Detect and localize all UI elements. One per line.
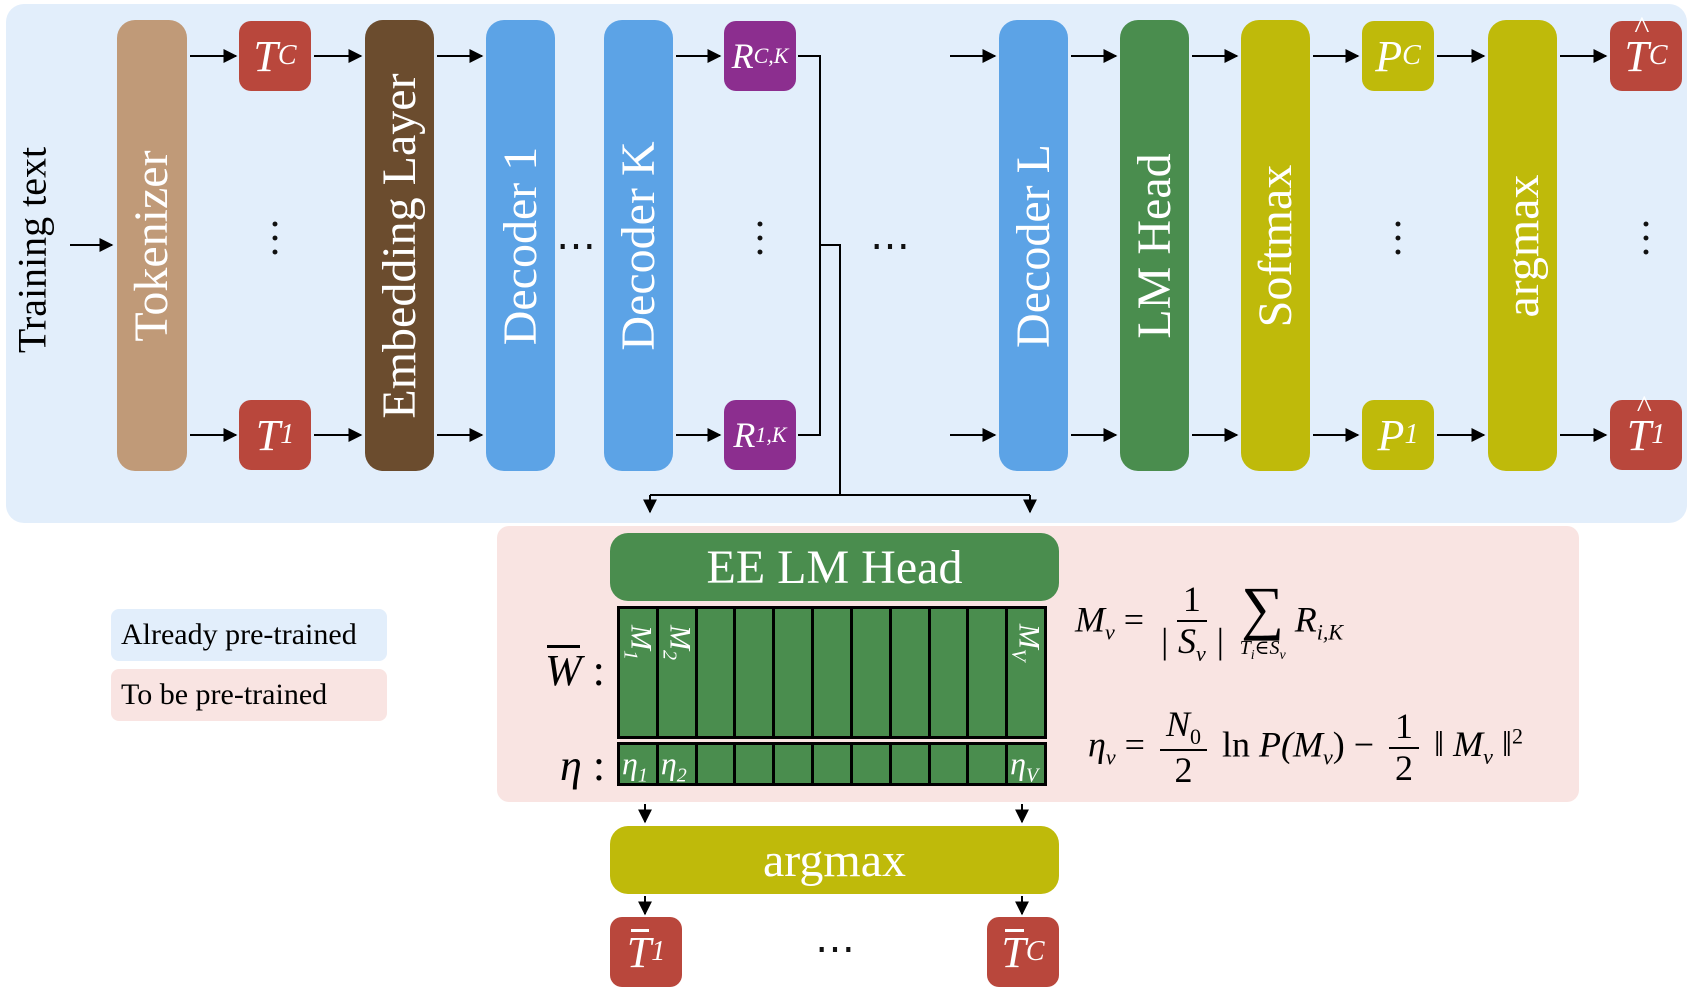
tokenizer-block: Tokenizer [117, 20, 187, 471]
ellipsis-bottom: ⋯ [815, 926, 857, 971]
w-column [888, 609, 928, 736]
w-column-m2: M2 [655, 609, 696, 736]
argmax-bottom-block: argmax [610, 826, 1059, 894]
w-column [927, 609, 967, 736]
ellipsis-middle: ⋯ [870, 223, 912, 268]
eta-cell [733, 745, 772, 783]
w-column [849, 609, 889, 736]
eta-cell [888, 745, 928, 783]
w-matrix-label: W : [545, 645, 605, 695]
eta-cell-1: η1 [622, 745, 648, 787]
ellipsis-decoders: ⋯ [556, 223, 598, 268]
token-that-1: T1 [1610, 388, 1682, 470]
w-column [772, 609, 811, 736]
w-column [733, 609, 772, 736]
token-that-c: TC [1610, 9, 1682, 91]
lm-head-block: LM Head [1120, 20, 1189, 471]
eta-cell [772, 745, 811, 783]
softmax-block: Softmax [1241, 20, 1310, 471]
eta-cell [694, 745, 734, 783]
eta-vector-label: η : [560, 741, 606, 790]
formula-mean-embedding: Mv = 1 | Sv | ∑ Ti∈Sv Ri,K [1075, 575, 1343, 666]
decoder-k-block: Decoder K [604, 20, 673, 471]
r-bracket-connector [650, 55, 1030, 496]
decoder-l-block: Decoder L [999, 20, 1068, 471]
decoder-1-block: Decoder 1 [486, 20, 555, 471]
w-column [694, 609, 734, 736]
eta-cell [927, 745, 967, 783]
ee-lm-head-block: EE LM Head [610, 533, 1059, 601]
w-column [811, 609, 850, 736]
eta-cell-v: ηV [1005, 745, 1044, 786]
eta-cell [849, 745, 889, 783]
legend-pretrained: Already pre-trained [111, 609, 387, 661]
embedding-layer-block: Embedding Layer [365, 20, 434, 471]
w-matrix: M1 M2 MV [617, 606, 1047, 739]
legend-to-pretrain: To be pre-trained [111, 669, 387, 721]
eta-vector: η1 η2 ηV [617, 742, 1047, 786]
w-column [966, 609, 1005, 736]
eta-cell-2: η2 [655, 745, 695, 786]
formula-bias: ηv = N0 2 ln P(Mv) − 1 2 ‖ Mv ‖2 [1088, 704, 1523, 791]
eta-cell [811, 745, 850, 783]
w-column-mv: MV [1005, 609, 1046, 736]
eta-cell [966, 745, 1005, 783]
argmax-top-block: argmax [1488, 20, 1557, 471]
